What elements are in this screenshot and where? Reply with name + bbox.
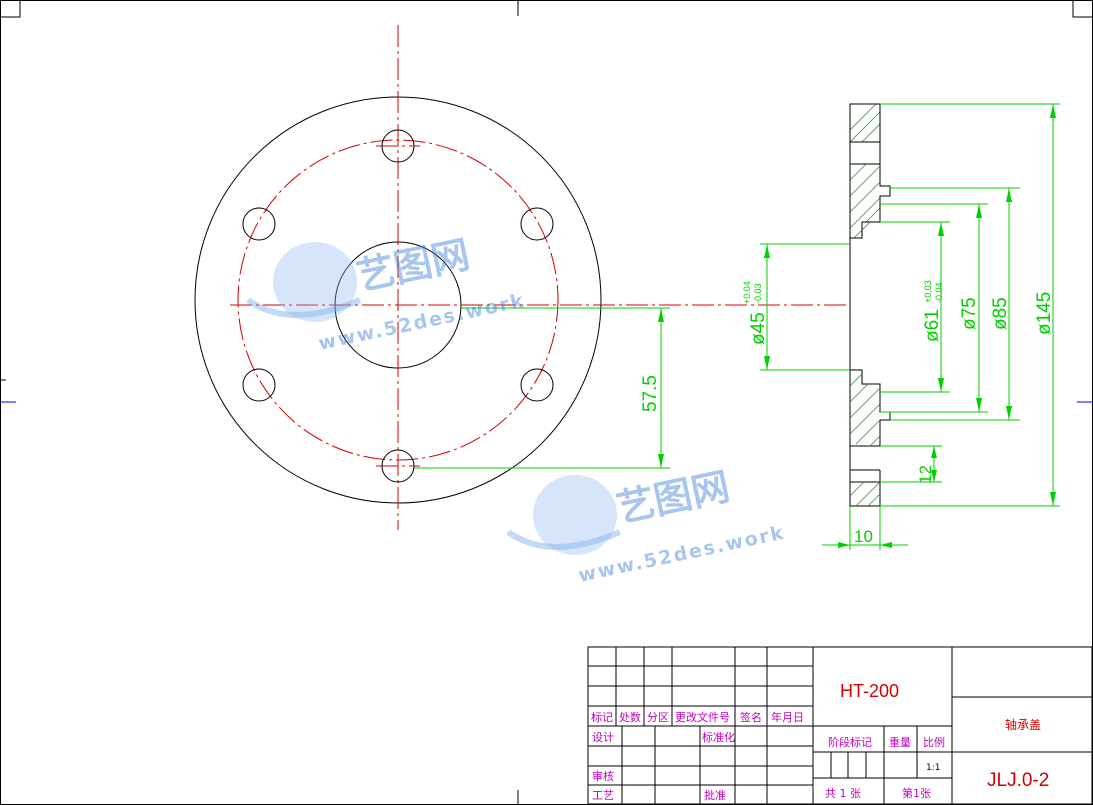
watermark-brand-2: 艺图网	[613, 464, 734, 531]
revision-grid	[588, 647, 814, 804]
label-weight: 重量	[889, 735, 911, 749]
corner-mark-tl	[0, 0, 21, 381]
scale-value: 1:1	[926, 763, 940, 773]
dimension-57-5: 57.5	[414, 307, 670, 469]
dimension-d45-tol-lower: -0.03	[753, 283, 763, 304]
label-scale: 比例	[923, 735, 945, 749]
label-total-sheets: 共 1 张	[825, 787, 861, 800]
corner-mark-tr	[1072, 0, 1093, 18]
label-design: 设计	[592, 731, 614, 744]
watermark-upper: 艺图网 www.52des.work	[246, 232, 527, 355]
dimension-d85-label: ø85	[990, 297, 1011, 330]
dimension-57-5-label: 57.5	[640, 375, 661, 412]
hatch-upper-shoulder	[849, 163, 891, 239]
label-standardize: 标准化	[702, 730, 735, 744]
bolt-hole-lower-left	[242, 368, 276, 402]
dimension-12-label: 12	[916, 465, 935, 484]
dimension-d45-tol-upper: +0.04	[742, 281, 752, 304]
bolt-hole-upper-right	[520, 207, 554, 241]
dimension-d75-label: ø75	[959, 297, 980, 330]
watermark-lower: 艺图网 www.52des.work	[506, 464, 787, 587]
part-name: 轴承盖	[1005, 717, 1041, 732]
watermark-globe-icon-2	[533, 475, 617, 555]
label-approve: 批准	[704, 788, 726, 802]
watermark-globe-icon	[273, 242, 357, 322]
drawing-number: JLJ.0-2	[987, 770, 1049, 791]
label-review: 审核	[592, 769, 614, 783]
dimension-d145-label: ø145	[1034, 292, 1055, 335]
dimension-10-label: 10	[854, 527, 873, 546]
header-mark: 标记	[591, 710, 613, 724]
title-block: 标记 处数 分区 更改文件号 签名 年月日 设计 标准化 审核 工艺 批准 HT…	[587, 646, 1093, 805]
header-change-doc: 更改文件号	[675, 710, 730, 724]
bolt-hole-upper-left	[242, 207, 276, 241]
bolt-hole-lower-right	[520, 368, 554, 402]
dimension-d61-label: ø61	[922, 309, 943, 342]
header-zone: 分区	[647, 711, 669, 724]
dimension-d45-label: ø45	[748, 312, 769, 345]
dimension-d61-tol-lower: -0.04	[934, 282, 944, 303]
dimension-d61-tol-upper: +0.03	[923, 280, 933, 303]
hatch-top-flange	[849, 103, 881, 143]
header-date: 年月日	[771, 710, 804, 724]
material-label: HT-200	[840, 681, 899, 701]
watermark-brand: 艺图网	[353, 232, 474, 299]
header-signature: 签名	[740, 710, 762, 724]
label-process: 工艺	[592, 789, 614, 802]
hatch-bottom-flange	[849, 481, 881, 507]
header-count: 处数	[619, 711, 641, 724]
section-dimensions: ø145 ø85 ø75 ø61 +0.03 -0.04 ø45 +0.04 -…	[742, 103, 1060, 550]
front-view	[194, 25, 850, 530]
label-sheet-no: 第1张	[902, 786, 931, 800]
label-stage-mark: 阶段标记	[828, 735, 872, 749]
